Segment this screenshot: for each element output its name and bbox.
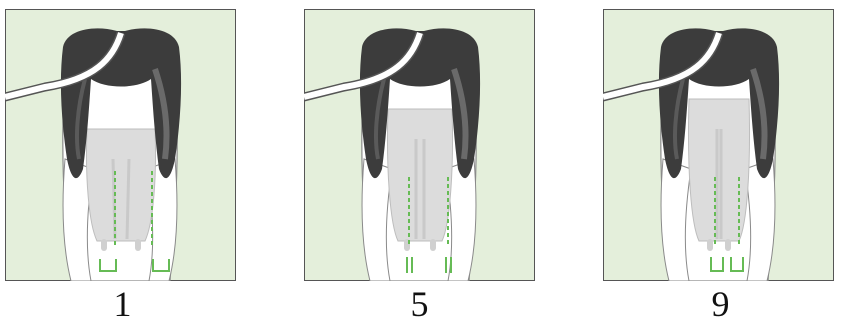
panel-label: 1	[7, 284, 238, 324]
panel-label: 9	[605, 284, 836, 324]
panel-score-1	[5, 9, 236, 281]
cow-rear-view-close-teats	[603, 9, 834, 281]
panel-score-9	[603, 9, 834, 281]
cow-rear-view-intermediate-teats	[304, 9, 535, 281]
panel-label: 5	[304, 284, 535, 324]
cow-rear-view-wide-teats	[5, 9, 236, 281]
panel-score-5	[304, 9, 535, 281]
